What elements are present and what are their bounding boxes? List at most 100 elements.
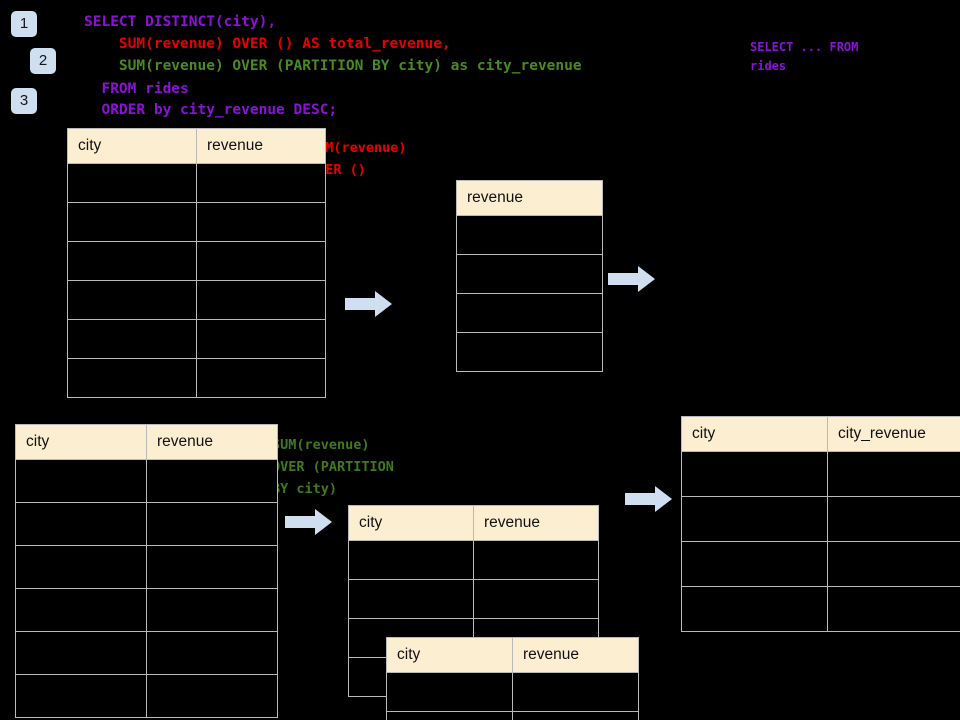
table-body (456, 215, 603, 372)
arrow-to-city-revenue-result (625, 485, 673, 513)
column-header-city: city (15, 424, 147, 460)
table-cell (456, 293, 603, 333)
table-cell (386, 672, 513, 712)
column-header-revenue: revenue (146, 424, 278, 460)
table-cell (456, 215, 603, 255)
table-cell (473, 579, 599, 619)
table-row (386, 711, 639, 720)
table-cell (196, 280, 326, 320)
table-row (348, 540, 599, 580)
table-cell (456, 332, 603, 372)
table-cell (827, 586, 960, 632)
table-row (67, 202, 326, 242)
table-body (67, 163, 326, 398)
table-row (456, 254, 603, 294)
rides-partition-source-table: city revenue (15, 424, 278, 718)
table-row (681, 451, 960, 497)
city-revenue-result-table: city city_revenue (681, 416, 960, 632)
sql-line-from: FROM rides (84, 81, 189, 97)
table-cell (67, 280, 197, 320)
table-cell (512, 711, 639, 720)
table-row (456, 215, 603, 255)
table-cell (67, 163, 197, 203)
table-cell (15, 545, 147, 589)
column-header-city: city (681, 416, 828, 452)
arrow-total-revenue-out (608, 265, 656, 293)
table-cell (196, 358, 326, 398)
table-body (386, 672, 639, 720)
table-cell (681, 586, 828, 632)
table-cell (146, 545, 278, 589)
table-body (15, 459, 278, 718)
partition-group-front-table: city revenue (386, 637, 639, 720)
table-header-row: city revenue (67, 128, 326, 164)
table-cell (348, 579, 474, 619)
table-cell (456, 254, 603, 294)
table-cell (146, 631, 278, 675)
table-row (386, 672, 639, 712)
table-cell (146, 502, 278, 546)
sql-line-total-revenue: SUM(revenue) OVER () AS total_revenue, (84, 36, 451, 52)
table-cell (512, 672, 639, 712)
table-row (681, 541, 960, 587)
table-cell (681, 541, 828, 587)
table-row (15, 631, 278, 675)
table-row (456, 293, 603, 333)
table-row (348, 579, 599, 619)
table-cell (473, 540, 599, 580)
table-header-row: city revenue (348, 505, 599, 541)
table-row (15, 588, 278, 632)
table-row (15, 674, 278, 718)
arrow-to-total-revenue (345, 290, 393, 318)
rides-source-table: city revenue (67, 128, 326, 398)
step-badge-1: 1 (11, 11, 37, 37)
column-header-revenue: revenue (512, 637, 639, 673)
step-badge-2: 2 (30, 48, 56, 74)
table-cell (681, 451, 828, 497)
table-header-row: city revenue (386, 637, 639, 673)
table-row (67, 241, 326, 281)
table-cell (15, 631, 147, 675)
column-header-city: city (386, 637, 513, 673)
table-cell (15, 674, 147, 718)
table-cell (15, 459, 147, 503)
table-row (67, 280, 326, 320)
column-header-city: city (348, 505, 474, 541)
table-row (15, 545, 278, 589)
table-cell (827, 541, 960, 587)
table-cell (827, 451, 960, 497)
table-cell (196, 202, 326, 242)
table-cell (196, 163, 326, 203)
table-header-row: revenue (456, 180, 603, 216)
side-note-select-from: SELECT ... FROM rides (750, 40, 859, 73)
table-cell (146, 588, 278, 632)
table-cell (67, 202, 197, 242)
sql-line-select: SELECT DISTINCT(city), (84, 14, 277, 30)
table-row (15, 459, 278, 503)
table-cell (196, 319, 326, 359)
column-header-city: city (67, 128, 197, 164)
table-cell (386, 711, 513, 720)
table-cell (67, 358, 197, 398)
table-cell (15, 588, 147, 632)
table-row (681, 496, 960, 542)
table-cell (15, 502, 147, 546)
table-header-row: city city_revenue (681, 416, 960, 452)
sql-line-order-by: ORDER by city_revenue DESC; (84, 102, 338, 118)
column-header-revenue: revenue (456, 180, 603, 216)
table-cell (827, 496, 960, 542)
column-header-revenue: revenue (473, 505, 599, 541)
table-row (67, 358, 326, 398)
table-cell (146, 674, 278, 718)
table-cell (681, 496, 828, 542)
table-row (456, 332, 603, 372)
sql-line-city-revenue: SUM(revenue) OVER (PARTITION BY city) as… (84, 58, 582, 74)
table-cell (67, 241, 197, 281)
step-badge-3: 3 (11, 88, 37, 114)
annotation-city-revenue: SUM(revenue) OVER (PARTITION BY city) (272, 437, 394, 497)
column-header-city-revenue: city_revenue (827, 416, 960, 452)
table-cell (67, 319, 197, 359)
table-row (681, 586, 960, 632)
table-header-row: city revenue (15, 424, 278, 460)
